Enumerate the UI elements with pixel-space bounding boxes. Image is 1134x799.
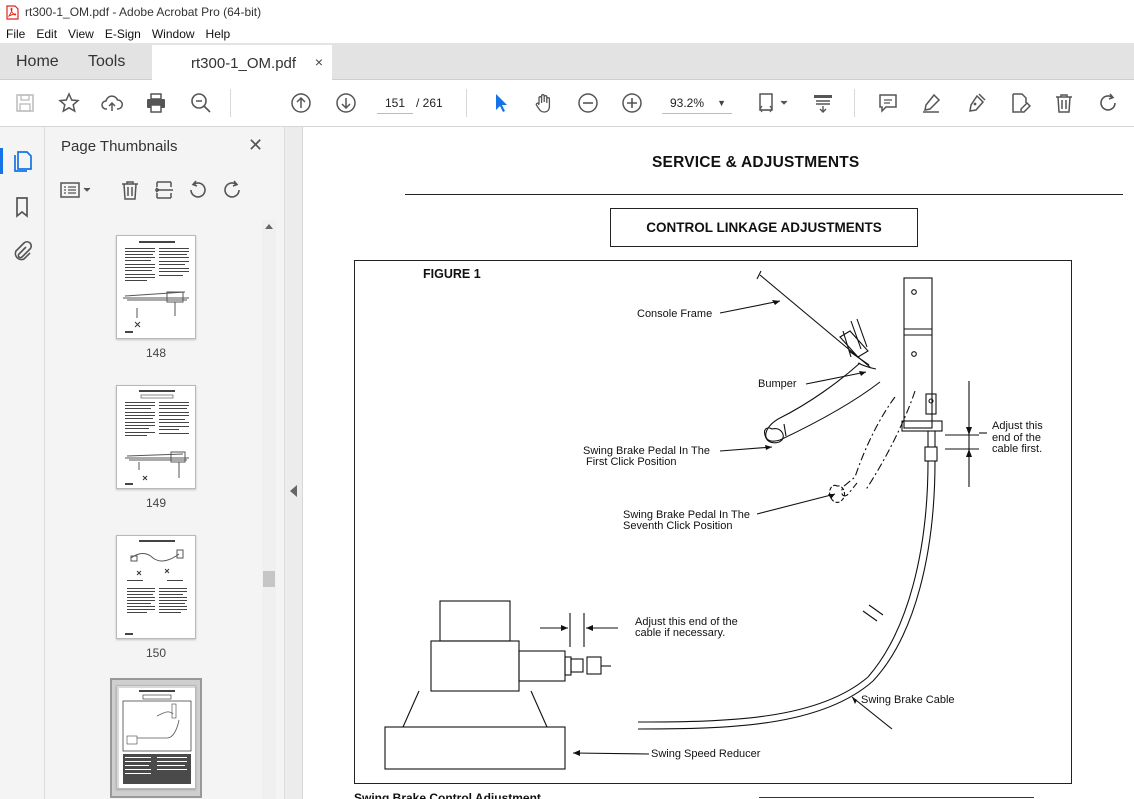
zoom-level-select[interactable]: 93.2% ▼ [662, 92, 732, 114]
extract-page-icon[interactable] [153, 179, 177, 203]
scroll-mode-icon[interactable] [811, 91, 835, 115]
page-total: / 261 [416, 96, 443, 110]
rotate-left-icon[interactable] [187, 179, 211, 203]
thumbnail-label: 150 [145, 646, 167, 660]
delete-page-icon[interactable] [119, 179, 143, 203]
label-pedal-seventh-1: Swing Brake Pedal In The [623, 509, 750, 521]
rotate-icon[interactable] [1096, 91, 1120, 115]
delete-icon[interactable] [1052, 91, 1076, 115]
thumbnail-page-149[interactable] [116, 385, 196, 489]
rail-active-indicator [0, 148, 3, 174]
menu-view[interactable]: View [68, 26, 94, 41]
label-adjust-other-2: cable if necessary. [635, 627, 726, 639]
next-section-heading: Swing Brake Control Adjustment [354, 791, 541, 799]
toolbar-separator [854, 89, 855, 117]
page-number-input[interactable]: 151 [377, 92, 413, 114]
label-pedal-first-1: Swing Brake Pedal In The [583, 445, 710, 457]
label-bumper: Bumper [758, 378, 797, 390]
attachment-icon[interactable] [10, 240, 34, 264]
menu-bar: File Edit View E-Sign Window Help [0, 24, 1134, 43]
section-title: CONTROL LINKAGE ADJUSTMENTS [610, 208, 918, 247]
console-frame-post [903, 277, 933, 429]
thumbnail-panel-title: Page Thumbnails [61, 138, 178, 155]
print-icon[interactable] [144, 91, 168, 115]
toolbar-separator [230, 89, 231, 117]
menu-help[interactable]: Help [205, 26, 231, 41]
hand-icon[interactable] [532, 91, 556, 115]
thumbnail-panel: Page Thumbnails ✕ 148 149 150 [45, 127, 285, 799]
zoom-in-icon[interactable] [620, 91, 644, 115]
thumbnail-options-icon[interactable] [59, 179, 95, 203]
zoom-search-icon[interactable] [189, 91, 213, 115]
bookmark-icon[interactable] [10, 195, 34, 219]
label-pedal-seventh-2: Seventh Click Position [623, 520, 733, 532]
select-cursor-icon[interactable] [488, 91, 512, 115]
scroll-up-icon[interactable] [265, 224, 273, 229]
edit-pdf-icon[interactable] [1008, 91, 1032, 115]
chevron-down-icon: ▼ [717, 98, 726, 108]
sign-icon[interactable] [964, 91, 988, 115]
zoom-out-icon[interactable] [576, 91, 600, 115]
zoom-level-value: 93.2% [670, 96, 705, 110]
label-adjust-other-1: Adjust this end of the [635, 616, 738, 628]
tab-tools[interactable]: Tools [88, 52, 126, 70]
highlight-icon[interactable] [919, 91, 943, 115]
rotate-right-icon[interactable] [221, 179, 245, 203]
star-icon[interactable] [57, 91, 81, 115]
window-title: rt300-1_OM.pdf - Adobe Acrobat Pro (64-b… [25, 5, 262, 19]
document-viewer[interactable]: SERVICE & ADJUSTMENTS CONTROL LINKAGE AD… [303, 127, 1134, 799]
thumbnail-page-151[interactable] [116, 685, 196, 789]
page-down-icon[interactable] [334, 91, 358, 115]
page-up-icon[interactable] [289, 91, 313, 115]
comment-icon[interactable] [876, 91, 900, 115]
label-adjust-first-1: Adjust this [992, 420, 1043, 432]
figure-diagram: FIGURE 1 Console Frame Bumper Swing Brak… [354, 260, 1072, 784]
acrobat-logo-icon [6, 4, 19, 20]
menu-file[interactable]: File [6, 26, 26, 41]
label-swing-speed-reducer: Swing Speed Reducer [651, 748, 761, 760]
label-adjust-first-3: cable first. [992, 443, 1043, 455]
label-pedal-first-2: First Click Position [586, 456, 677, 468]
label-console-frame: Console Frame [637, 308, 713, 320]
linkage-drawing [384, 270, 987, 770]
panel-collapse-handle[interactable] [285, 127, 303, 799]
figure-title: FIGURE 1 [423, 267, 481, 281]
upload-icon[interactable] [100, 91, 124, 115]
left-rail [0, 127, 45, 799]
page-thumbnails-icon[interactable] [10, 149, 34, 173]
page-fit-icon[interactable] [756, 91, 790, 115]
tab-close-button[interactable]: × [314, 54, 323, 70]
tab-document-label: rt300-1_OM.pdf [191, 54, 297, 72]
close-icon[interactable]: ✕ [248, 135, 264, 155]
collapse-arrow-icon [290, 485, 297, 497]
title-bar: rt300-1_OM.pdf - Adobe Acrobat Pro (64-b… [0, 0, 1134, 24]
menu-edit[interactable]: Edit [36, 26, 58, 41]
main-toolbar [0, 80, 1134, 127]
thumbnail-label: 148 [145, 346, 167, 360]
thumbnail-page-148[interactable] [116, 235, 196, 339]
label-swing-brake-cable: Swing Brake Cable [861, 694, 955, 706]
tab-home[interactable]: Home [16, 52, 59, 70]
thumbnail-label: 149 [145, 496, 167, 510]
tab-document[interactable]: rt300-1_OM.pdf × [152, 43, 332, 81]
heading-rule [405, 194, 1123, 195]
tab-bar: Home Tools rt300-1_OM.pdf × [0, 43, 1134, 81]
label-adjust-first-2: end of the [992, 432, 1041, 444]
thumbnail-scrollbar[interactable] [262, 220, 276, 799]
thumbnail-scroll-thumb[interactable] [263, 571, 275, 587]
save-icon[interactable] [13, 91, 37, 115]
toolbar-separator [466, 89, 467, 117]
menu-window[interactable]: Window [151, 26, 195, 41]
next-section-rule [759, 797, 1034, 798]
menu-esign[interactable]: E-Sign [104, 26, 141, 41]
thumbnail-page-150[interactable] [116, 535, 196, 639]
thumbnail-list: 148 149 150 [45, 219, 265, 799]
page-heading: SERVICE & ADJUSTMENTS [652, 154, 860, 171]
